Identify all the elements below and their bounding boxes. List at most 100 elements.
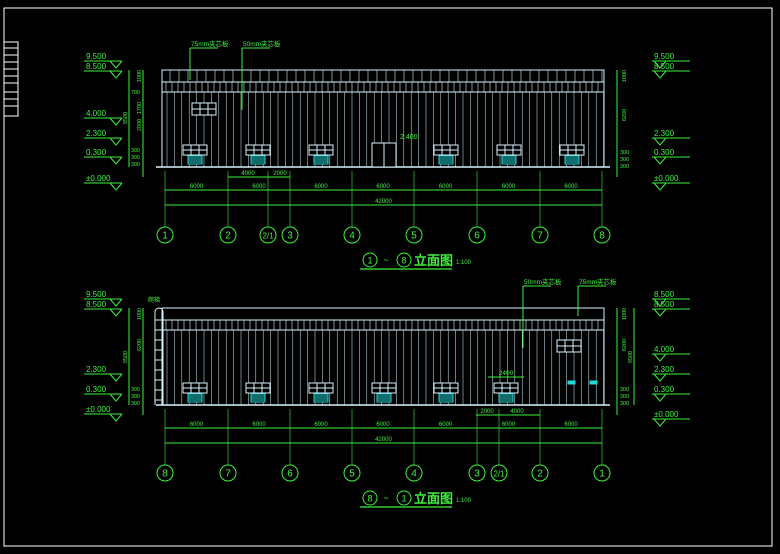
- vent: [589, 380, 598, 385]
- vertical-dimension: 300: [620, 401, 629, 407]
- level-marker: [109, 298, 123, 307]
- level-marker: [653, 418, 667, 427]
- level-marker: [109, 70, 123, 79]
- axis-label: 7: [225, 469, 231, 480]
- bay-dimension: 6000: [190, 422, 204, 428]
- axis-bubble: [593, 226, 611, 244]
- vertical-dimension: 2000: [137, 119, 143, 131]
- level-marker: [109, 393, 123, 402]
- level-value: 2.300: [654, 129, 675, 138]
- callout-label: 50mm夹芯板: [524, 277, 562, 286]
- level-marker: [653, 70, 667, 79]
- title-bubble: [362, 490, 378, 506]
- title-bubble: [396, 252, 412, 268]
- axis-label: 2: [537, 469, 543, 480]
- level-value: 4.000: [654, 345, 675, 354]
- axis-bubble: [405, 226, 423, 244]
- vertical-dimension: 700: [131, 90, 140, 96]
- sheet-border: [3, 7, 773, 547]
- level-value: 0.300: [86, 148, 107, 157]
- level-marker: [109, 137, 123, 146]
- level-marker: [653, 373, 667, 382]
- level-value: 9.500: [86, 52, 107, 61]
- axis-bubble: [468, 464, 486, 482]
- level-marker: [109, 60, 123, 69]
- callout-label: 75mm夹芯板: [191, 39, 229, 48]
- vertical-dimension: 6200: [622, 109, 628, 121]
- drawing-scale: 1:100: [456, 260, 472, 266]
- title-axis-end: 8: [401, 256, 406, 266]
- axis-bubble: [531, 464, 549, 482]
- callout-label: 50mm夹芯板: [243, 39, 281, 48]
- bay-dimension: 6000: [252, 422, 266, 428]
- level-value: 0.300: [654, 385, 675, 394]
- vertical-dimension: 300: [131, 155, 140, 161]
- level-marker: [653, 353, 667, 362]
- axis-bubble: [490, 464, 508, 482]
- level-marker: [653, 182, 667, 191]
- vertical-dimension: 300: [131, 394, 140, 400]
- bay-dimension: 6000: [439, 184, 453, 190]
- vertical-dimension: 6200: [622, 339, 628, 351]
- vertical-dimension: 1700: [137, 102, 143, 114]
- axis-label: 4: [411, 469, 417, 480]
- bay-dimension: 6000: [314, 184, 328, 190]
- level-value: ±0.000: [86, 405, 111, 414]
- level-marker: [653, 308, 667, 317]
- sub-dimension: 4000: [241, 171, 255, 177]
- level-value: 2.300: [654, 365, 675, 374]
- axis-label: 1: [599, 469, 605, 480]
- vertical-dimension: 300: [131, 401, 140, 407]
- ladder-label: 爬梯: [148, 296, 160, 304]
- vertical-dimension: 1000: [137, 308, 143, 320]
- axis-bubble: [405, 464, 423, 482]
- axis-label: 8: [599, 231, 605, 242]
- overall-height-dimension: 9500: [628, 351, 634, 363]
- bay-dimension: 6000: [376, 422, 390, 428]
- axis-bubble: [156, 226, 174, 244]
- bay-dimension: 6000: [564, 184, 578, 190]
- title-axis-end: 1: [401, 494, 406, 504]
- axis-label: 6: [287, 469, 293, 480]
- vertical-dimension: 1000: [622, 308, 628, 320]
- axis-label: 2/1: [262, 232, 274, 241]
- vertical-dimension: 300: [131, 387, 140, 393]
- vertical-dimension: 300: [620, 150, 629, 156]
- level-marker: [653, 156, 667, 165]
- level-marker: [109, 156, 123, 165]
- level-marker: [653, 298, 667, 307]
- axis-label: 5: [411, 231, 417, 242]
- vertical-dimension: 6200: [137, 339, 143, 351]
- level-value: ±0.000: [654, 410, 679, 419]
- overall-height-dimension: 9500: [123, 351, 129, 363]
- level-marker: [653, 60, 667, 69]
- overall-height-dimension: 9500: [123, 112, 129, 124]
- vertical-dimension: 300: [620, 164, 629, 170]
- level-value: 8.500: [86, 300, 107, 309]
- level-marker: [109, 413, 123, 422]
- sub-dimension: 4000: [510, 409, 524, 415]
- axis-bubble: [219, 226, 237, 244]
- level-value: 2.300: [86, 365, 107, 374]
- axis-label: 1: [162, 231, 168, 242]
- level-marker: [109, 117, 123, 126]
- level-value: 9.500: [86, 290, 107, 299]
- axis-bubble: [468, 226, 486, 244]
- bay-dimension: 6000: [502, 184, 516, 190]
- bay-dimension: 6000: [314, 422, 328, 428]
- bay-dimension: 6000: [502, 422, 516, 428]
- level-value: 0.300: [654, 148, 675, 157]
- level-value: 0.300: [86, 385, 107, 394]
- door-height-label: 2.400: [400, 134, 418, 141]
- level-marker: [653, 393, 667, 402]
- level-marker: [109, 182, 123, 191]
- level-value: 9.500: [654, 52, 675, 61]
- axis-bubble: [219, 464, 237, 482]
- level-marker: [109, 308, 123, 317]
- level-value: 8.500: [654, 62, 675, 71]
- level-value: 8.500: [654, 290, 675, 299]
- sub-dimension: 2000: [273, 171, 287, 177]
- bay-dimension: 6000: [376, 184, 390, 190]
- level-value: 8.500: [654, 300, 675, 309]
